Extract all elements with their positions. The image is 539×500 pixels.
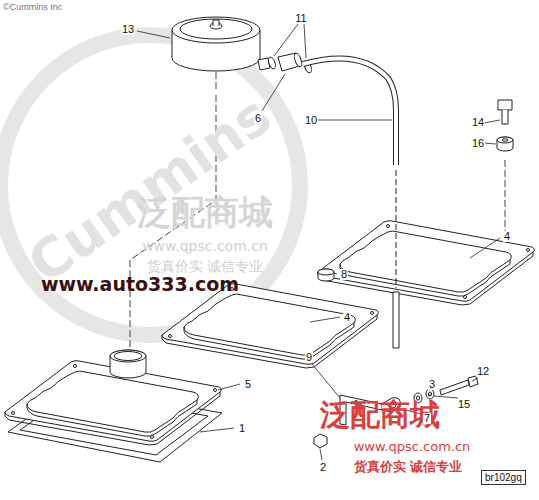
callout-number: 15 bbox=[457, 399, 471, 410]
callout-number: 1 bbox=[238, 423, 246, 434]
slogan-watermark: 货真价实 诚信专业 bbox=[147, 259, 263, 273]
callout-number: 11 bbox=[294, 13, 307, 24]
callout-number: 5 bbox=[244, 379, 252, 390]
url-watermark: www.auto333.com bbox=[41, 275, 239, 294]
callout-number: 14 bbox=[471, 117, 485, 128]
callout-number: 12 bbox=[476, 366, 490, 377]
shop-watermark: 泛配商城 bbox=[137, 195, 273, 229]
callout-number: 16 bbox=[471, 138, 485, 149]
callout-number: 8 bbox=[340, 269, 348, 280]
callout-number: 6 bbox=[254, 113, 262, 124]
callout-number: 2 bbox=[319, 462, 327, 473]
callout-number: 3 bbox=[428, 379, 436, 390]
drawing-code: br102gq bbox=[485, 472, 522, 483]
callout-number: 7 bbox=[423, 413, 431, 424]
slogan-watermark: 货真价实 诚信专业 bbox=[354, 460, 463, 473]
callout-number: 4 bbox=[503, 231, 511, 242]
copyright-watermark: ©Cummins Inc bbox=[3, 3, 62, 12]
url-watermark: www.qpsc.com.cn bbox=[354, 440, 471, 453]
callout-number: 9 bbox=[305, 352, 313, 363]
callout-number: 4 bbox=[343, 312, 351, 323]
url-watermark: www.qpsc.com.cn bbox=[142, 239, 268, 253]
drawing-code-box: br102gq bbox=[481, 470, 526, 485]
callout-number: 10 bbox=[304, 115, 318, 126]
callout-number: 13 bbox=[121, 24, 135, 35]
